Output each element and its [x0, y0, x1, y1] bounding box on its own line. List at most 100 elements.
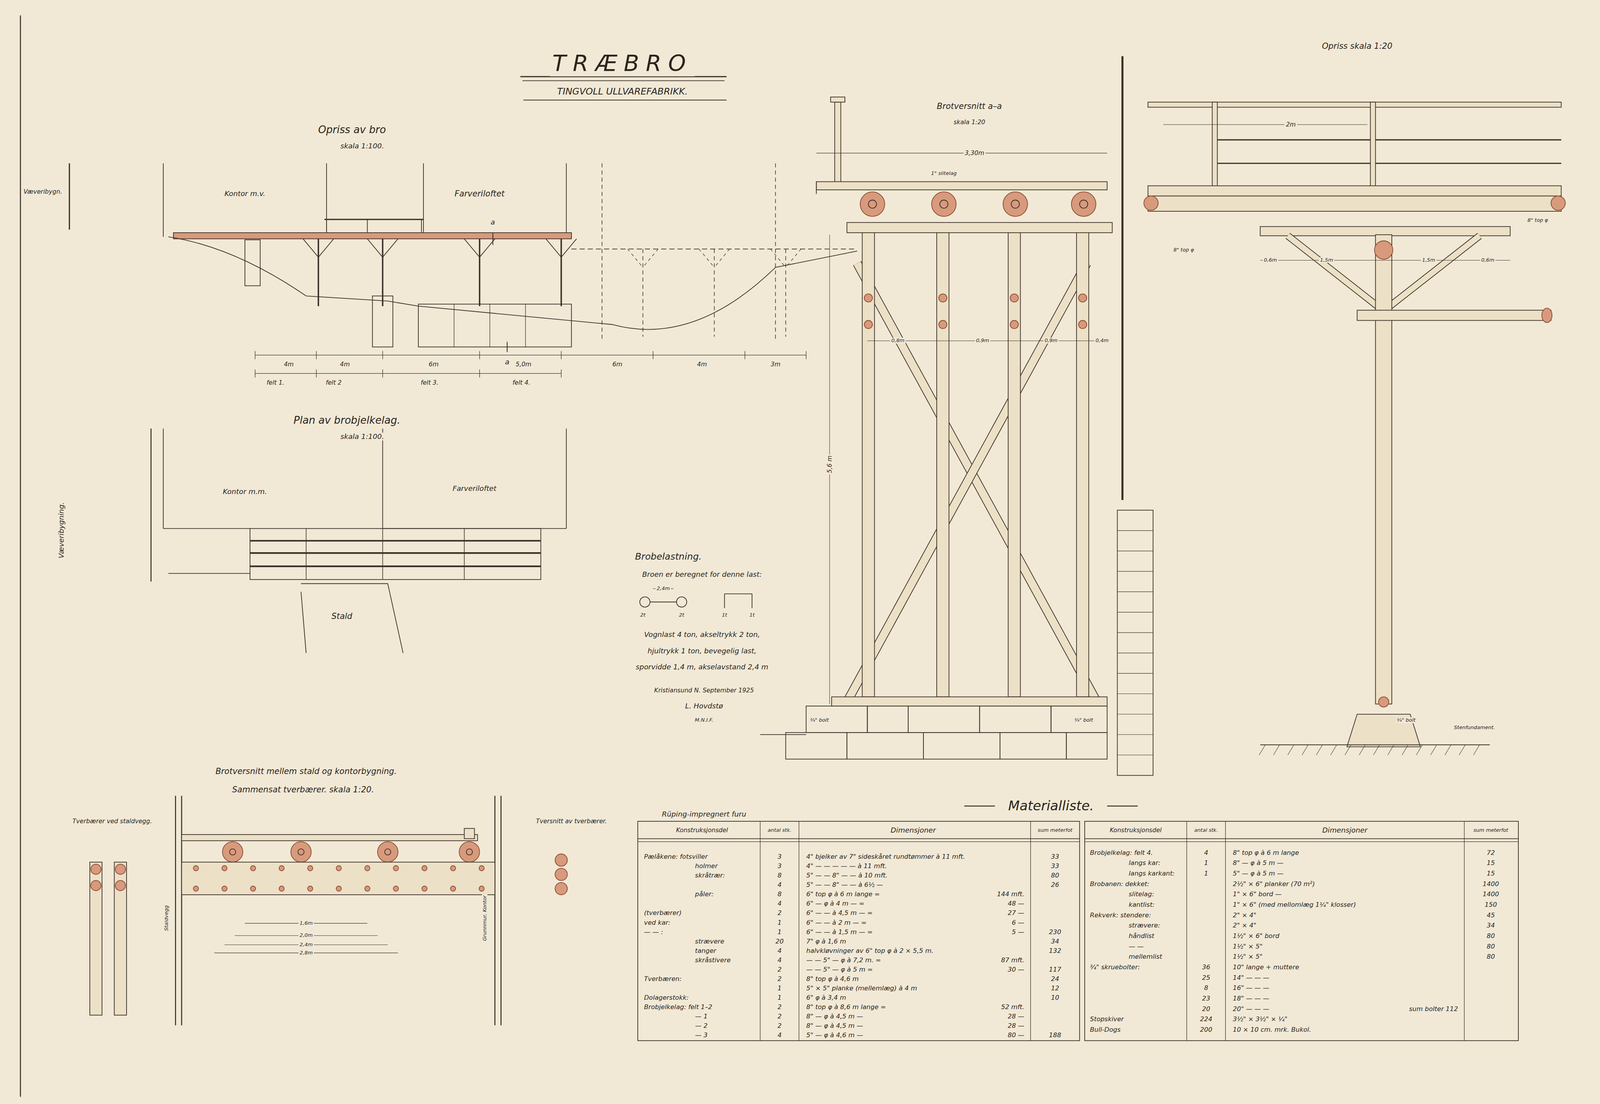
- drawing-label: Væveribygn.: [22, 188, 64, 195]
- cross-brace: [846, 263, 1087, 702]
- drawing-label: skala 1:20: [952, 119, 987, 126]
- dimension-tick: [316, 369, 317, 378]
- table-cell: 2: [776, 966, 783, 974]
- railing: [324, 218, 424, 220]
- ground-line: [1260, 744, 1490, 746]
- drawing-label: 1" slitelag: [930, 170, 959, 177]
- stone-wall: [1117, 510, 1153, 776]
- bolt: [1010, 320, 1019, 329]
- table-cell: 5" — — 8" — — à 10 mft.: [805, 872, 889, 880]
- kantlist: [464, 828, 475, 839]
- table-cell: 5" — — 8" — — à 6½ —: [805, 881, 885, 889]
- table-cell: 80 —: [1006, 1032, 1026, 1040]
- table-cell: 34: [1050, 938, 1061, 946]
- ground-hatch: [1459, 744, 1466, 756]
- strut: [1389, 235, 1480, 307]
- table-cell: 3: [776, 862, 783, 870]
- dimension-tick: [382, 351, 383, 360]
- table-cell: 1" × 6" bord —: [1231, 891, 1283, 899]
- log-end: [860, 191, 885, 217]
- log-end: [555, 868, 568, 881]
- table-rule: [1225, 821, 1226, 1042]
- log-end: [90, 864, 101, 875]
- table-cell: 144 mft.: [995, 891, 1026, 899]
- table-cell: håndlist: [1127, 932, 1156, 940]
- stone-joint: [1117, 693, 1153, 695]
- bolt: [1378, 696, 1389, 708]
- drawing-label: 0,9m: [1043, 337, 1059, 344]
- drawing-title: TRÆBRO: [550, 50, 695, 77]
- axle: [724, 593, 753, 595]
- table-cell: 224: [1198, 1016, 1214, 1024]
- drawing-label: 2,4m: [298, 942, 314, 948]
- building-wall: [423, 163, 424, 237]
- drawing-label: ¾" bolt: [1073, 717, 1095, 724]
- ground-hatch: [1330, 744, 1337, 756]
- drawing-label: Farveriloftet: [451, 484, 498, 493]
- foundation-stone: [806, 706, 868, 733]
- table-cell: — 2: [693, 1022, 709, 1030]
- table-cell: 6" top φ à 6 m lange =: [805, 891, 881, 899]
- ground-hatch: [1344, 744, 1352, 756]
- log-end: [555, 854, 568, 867]
- stable-wall: [175, 796, 177, 1026]
- drawing-label: 5,6 m: [826, 454, 833, 475]
- title-rule: [522, 80, 725, 82]
- table-rule: [1464, 821, 1465, 1042]
- table-cell: 8: [1202, 984, 1209, 992]
- dimension-tick: [479, 351, 480, 360]
- table-cell: 6" — φ à 4 m — =: [805, 900, 866, 908]
- strut: [1287, 235, 1378, 307]
- table-cell: skråtrær:: [693, 872, 727, 880]
- ground-hatch: [1359, 744, 1366, 756]
- dimension-tick: [560, 369, 562, 378]
- table-cell: 72: [1485, 849, 1497, 857]
- drawing-label: 3,30m: [963, 149, 986, 157]
- bolt: [393, 886, 399, 892]
- table-cell: 2" × 4": [1231, 912, 1258, 920]
- knee-brace: [546, 239, 562, 258]
- drawing-label: Sammensat tverbærer. skala 1:20.: [230, 785, 375, 795]
- drawing-label: 8" top φ: [1526, 217, 1550, 224]
- log-core: [466, 849, 473, 856]
- table-cell: 5 —: [1010, 928, 1026, 936]
- drawing-label: Grunnmur, Kontor: [482, 894, 488, 943]
- log-end: [1143, 196, 1159, 211]
- table-cell: 24: [1050, 975, 1061, 983]
- knee-brace: [318, 239, 334, 258]
- railing-post: [1212, 102, 1218, 188]
- table-cell: 7" φ à 1,6 m: [805, 938, 848, 946]
- drawing-label: Brobelastning.: [633, 551, 704, 563]
- dimension-line: [1260, 260, 1511, 261]
- table-cell: 80: [1485, 953, 1497, 961]
- drawing-label: Væveribygning.: [57, 501, 66, 561]
- composite-beam: [181, 862, 495, 896]
- bolt: [478, 886, 484, 892]
- bolt: [864, 294, 873, 303]
- table-cell: 1: [1202, 859, 1209, 867]
- bolt: [421, 886, 427, 892]
- table-cell: strævere: [693, 938, 726, 946]
- trestle: [627, 249, 643, 268]
- drawing-label: M.N.I.F.: [693, 717, 715, 724]
- wheel-load: [751, 594, 753, 609]
- wheel-load: [724, 594, 725, 609]
- foundation-stone: [867, 706, 908, 733]
- table-cell: 25: [1200, 974, 1212, 982]
- table-cell: 36: [1200, 964, 1212, 972]
- bolt: [364, 886, 370, 892]
- table-rule: [759, 821, 761, 1042]
- railing: [326, 219, 327, 233]
- table-cell: 5" × 5" planke (mellemlæg) à 4 m: [805, 985, 919, 993]
- table-rule: [637, 841, 1080, 843]
- tie-beam: [1357, 310, 1551, 321]
- ground-hatch: [1316, 744, 1323, 756]
- pile: [1076, 232, 1089, 698]
- table-cell: 6" — — à 2 m — =: [805, 919, 868, 927]
- table-cell: 4: [776, 957, 783, 965]
- stone-joint: [1117, 755, 1153, 756]
- log-end: [1071, 191, 1097, 217]
- railing: [421, 219, 422, 233]
- table-rule: [1186, 821, 1187, 1042]
- drawing-label: Rüping-impregnert furu: [660, 810, 748, 819]
